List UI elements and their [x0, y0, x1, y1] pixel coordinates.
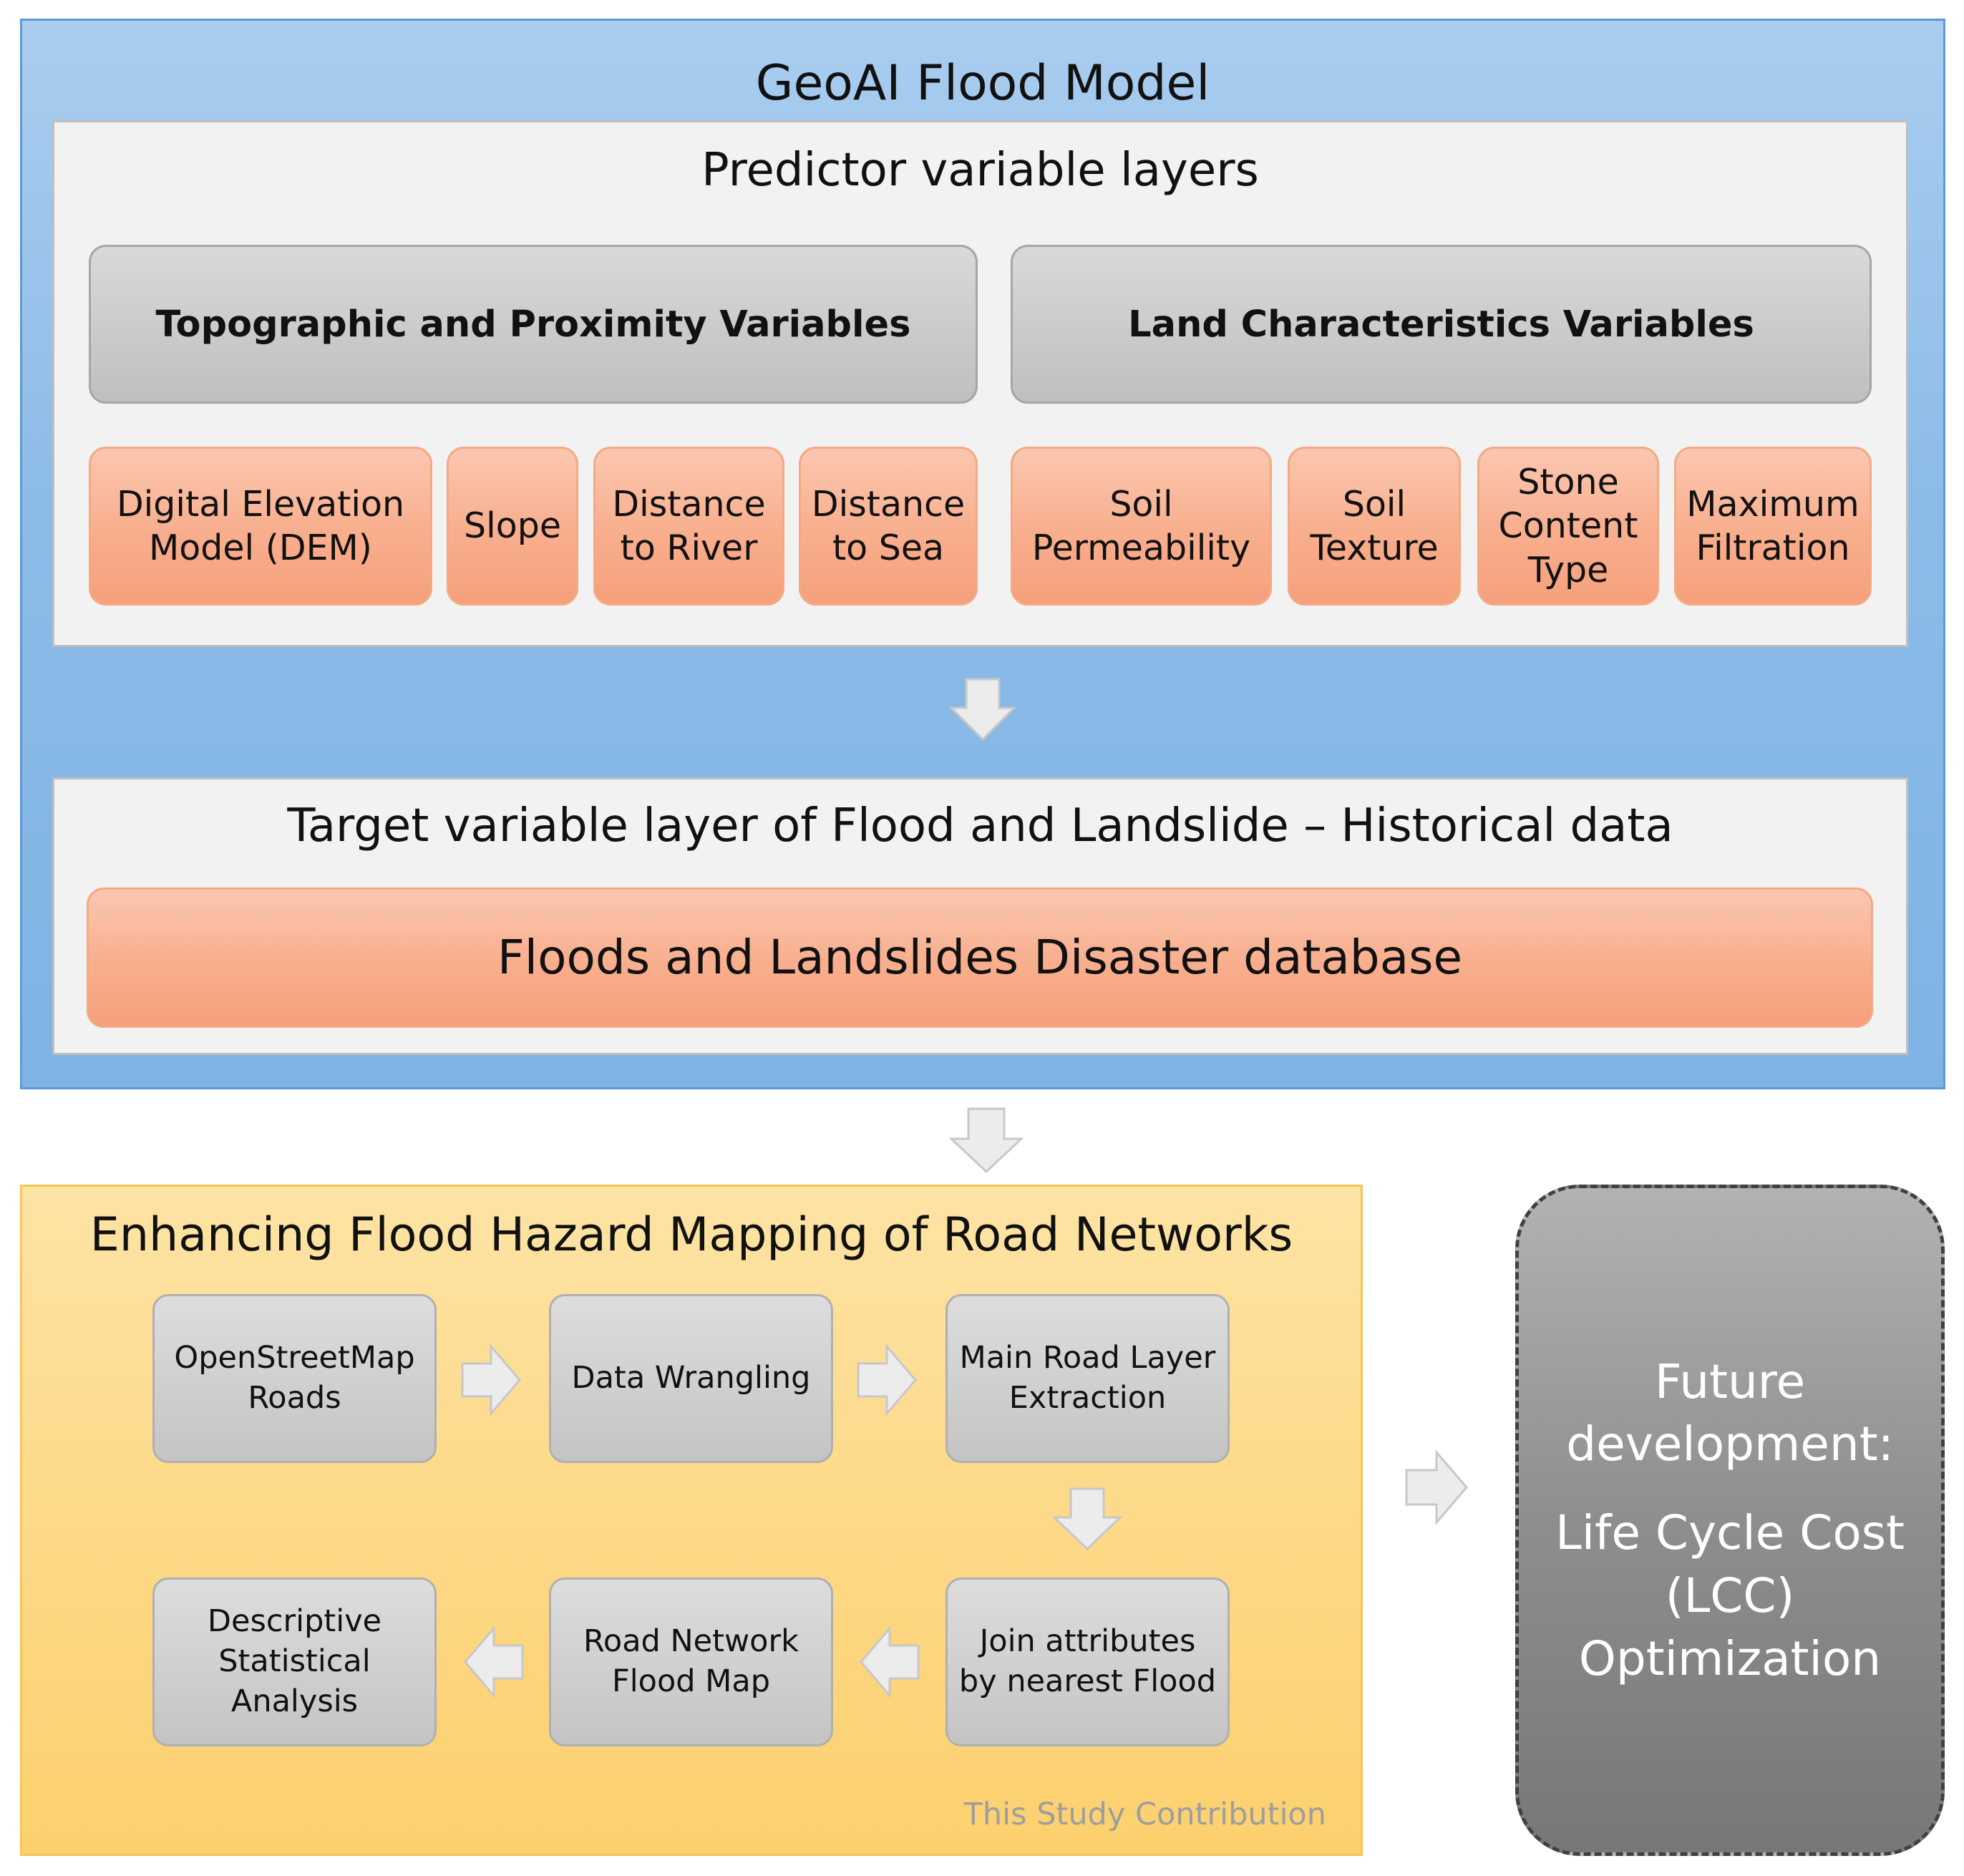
step-data-wrangling: Data Wrangling	[549, 1294, 833, 1463]
right-arrow-icon	[460, 1344, 522, 1416]
var-slope: Slope	[447, 447, 578, 606]
var-soil-texture: Soil Texture	[1288, 447, 1461, 606]
down-arrow-icon	[1052, 1487, 1122, 1551]
step-road-flood-map: Road Network Flood Map	[549, 1578, 833, 1746]
target-title: Target variable layer of Flood and Lands…	[287, 800, 1673, 852]
future-heading: Future development:	[1566, 1353, 1894, 1472]
future-development-box: Future development: Life Cycle Cost (LCC…	[1515, 1185, 1945, 1856]
predictor-title: Predictor variable layers	[701, 144, 1259, 197]
var-distance-sea: Distance to Sea	[799, 447, 978, 606]
road-network-panel: Enhancing Flood Hazard Mapping of Road N…	[20, 1185, 1363, 1856]
right-arrow-icon	[1404, 1450, 1469, 1525]
left-arrow-icon	[859, 1626, 920, 1698]
var-maximum-filtration: Maximum Filtration	[1674, 447, 1872, 606]
floods-landslides-database: Floods and Landslides Disaster database	[87, 888, 1873, 1028]
left-arrow-icon	[463, 1626, 525, 1698]
topographic-proximity-header: Topographic and Proximity Variables	[89, 245, 978, 404]
geoai-title: GeoAI Flood Model	[755, 55, 1210, 112]
road-title: Enhancing Flood Hazard Mapping of Road N…	[89, 1208, 1293, 1262]
var-distance-river: Distance to River	[593, 447, 784, 606]
right-arrow-icon	[856, 1344, 918, 1416]
step-join-attributes: Join attributes by nearest Flood	[945, 1578, 1230, 1746]
var-dem: Digital Elevation Model (DEM)	[89, 447, 432, 606]
land-characteristics-header: Land Characteristics Variables	[1011, 245, 1872, 404]
step-openstreetmap-roads: OpenStreetMap Roads	[152, 1294, 437, 1463]
var-soil-permeability: Soil Permeability	[1011, 447, 1272, 606]
step-main-road-extraction: Main Road Layer Extraction	[945, 1294, 1230, 1463]
future-body: Life Cycle Cost (LCC) Optimization	[1555, 1505, 1905, 1686]
contribution-label: This Study Contribution	[963, 1797, 1326, 1832]
down-arrow-icon	[949, 1107, 1024, 1174]
step-descriptive-analysis: Descriptive Statistical Analysis	[152, 1578, 437, 1746]
var-stone-content: Stone Content Type	[1477, 447, 1659, 606]
down-arrow-icon	[949, 677, 1016, 742]
